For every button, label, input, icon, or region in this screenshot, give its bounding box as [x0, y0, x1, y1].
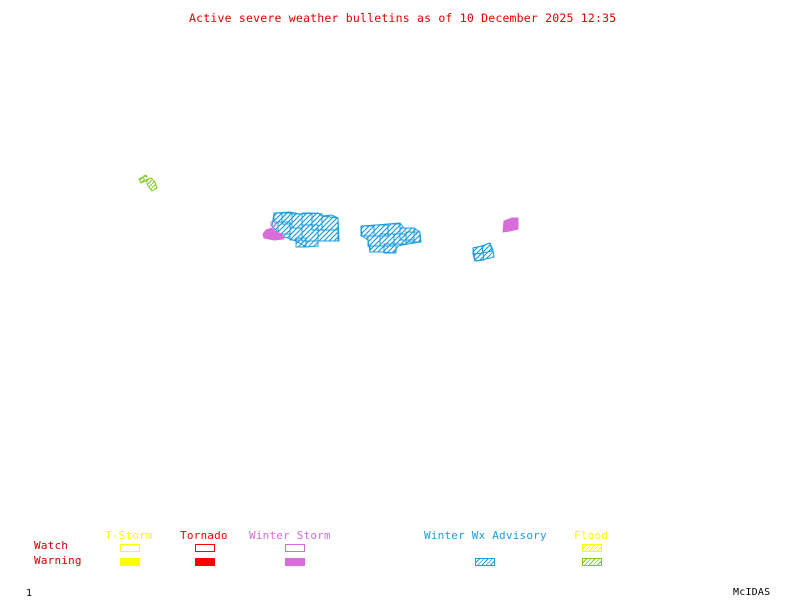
- legend-header-flood: Flood: [574, 529, 609, 542]
- legend-swatch-winter-storm-warning: [285, 558, 305, 566]
- winter-wx-advisory-area-central-west[interactable]: [271, 211, 340, 248]
- legend-swatch-tornado-warning: [195, 558, 215, 566]
- legend-row-label-warning: Warning: [34, 554, 82, 567]
- legend-header-winter-wx-advisory: Winter Wx Advisory: [424, 529, 547, 542]
- legend-swatch-winter-storm-watch: [285, 544, 305, 552]
- legend-row-label-watch: Watch: [34, 539, 69, 552]
- winter-storm-warning-area-central-west[interactable]: [262, 221, 285, 241]
- winter-wx-advisory-area-central[interactable]: [360, 222, 422, 254]
- legend-swatch-winter-wx-advisory: [475, 558, 495, 566]
- legend-swatch-tstorm-watch: [120, 544, 140, 552]
- winter-wx-advisory-area-central-east[interactable]: [472, 242, 495, 262]
- legend-swatch-flood-warning: [582, 558, 602, 566]
- legend-header-tstorm: T-Storm: [105, 529, 153, 542]
- legend-header-winter-storm: Winter Storm: [249, 529, 331, 542]
- legend-swatch-tstorm-warning: [120, 558, 140, 566]
- frame-number: 1: [26, 588, 33, 599]
- legend-swatch-flood-watch: [582, 544, 602, 552]
- winter-storm-warning-area-northeast[interactable]: [502, 217, 519, 233]
- mcidas-brand-label: McIDAS: [733, 587, 771, 598]
- bulletin-title: Active severe weather bulletins as of 10…: [189, 11, 617, 25]
- flood-warning-area-northwest[interactable]: [138, 174, 158, 192]
- legend-header-tornado: Tornado: [180, 529, 228, 542]
- legend-swatch-tornado-watch: [195, 544, 215, 552]
